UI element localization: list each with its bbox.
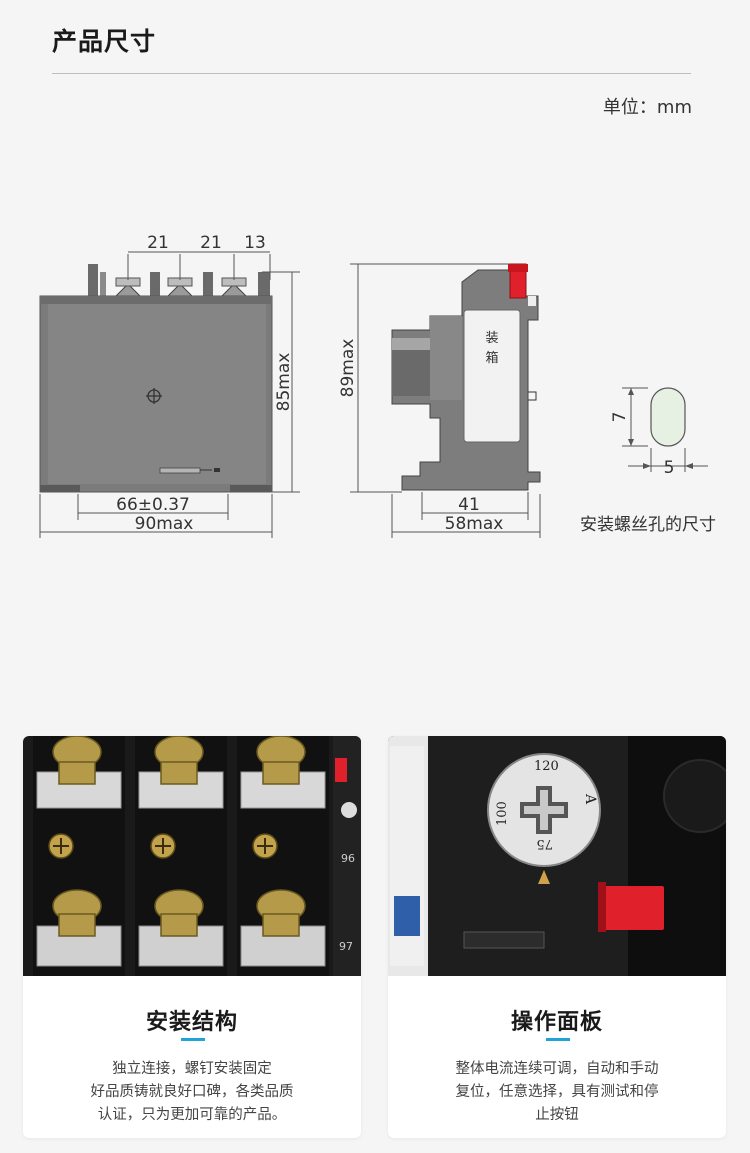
terminal-label-97: 97 (339, 940, 353, 953)
front-view: 21 21 13 85max 66±0.37 90max (39, 233, 300, 538)
dial-mark-120: 120 (534, 759, 559, 774)
card-desc-panel: 整体电流连续可调，自动和手动 复位，任意选择，具有测试和停 止按钮 (418, 1058, 696, 1127)
panel-photo: 120 100 75 A (388, 736, 726, 976)
dimension-drawings: 21 21 13 85max 66±0.37 90max 89max 装 箱 (39, 233, 708, 538)
unit-label: 单位：mm (602, 97, 692, 118)
front-top-dim-3: 13 (244, 233, 266, 253)
mount-hole-caption: 安装螺丝孔的尺寸 (580, 515, 716, 535)
current-dial: 120 100 75 A (487, 753, 601, 867)
title-divider (52, 73, 691, 74)
card-title-panel: 操作面板 (510, 1010, 603, 1035)
card-desc-line: 止按钮 (535, 1107, 579, 1123)
side-view: 89max 装 箱 41 58max (338, 263, 541, 538)
card-desc-installation: 独立连接，螺钉安装固定 好品质铸就良好口碑，各类品质 认证，只为更加可靠的产品。 (53, 1058, 331, 1127)
card-desc-line: 好品质铸就良好口碑，各类品质 (90, 1084, 294, 1100)
section-title: 产品尺寸 (52, 27, 157, 56)
mount-hole-diagram: 7 5 (610, 387, 708, 478)
dial-mark-a: A (582, 793, 598, 805)
card-accent-bar (546, 1038, 570, 1041)
front-top-dim-2: 21 (200, 233, 222, 253)
feature-card-installation: 96 97 安装结构 独立连接，螺钉安装固定 好品质铸就良好口碑，各类品质 认证… (23, 736, 361, 1138)
card-desc-line: 复位，任意选择，具有测试和停 (455, 1084, 659, 1100)
mount-hole-height: 7 (610, 412, 630, 423)
mount-hole-width: 5 (664, 458, 675, 478)
card-accent-bar (181, 1038, 205, 1041)
side-bottom-inner-dim: 41 (458, 495, 480, 515)
front-top-dim-1: 21 (147, 233, 169, 253)
card-desc-line: 认证，只为更加可靠的产品。 (97, 1107, 287, 1123)
card-desc-line: 整体电流连续可调，自动和手动 (455, 1061, 659, 1077)
card-title-installation: 安装结构 (145, 1010, 238, 1035)
terminal-label-96: 96 (341, 852, 355, 865)
card-desc-line: 独立连接，螺钉安装固定 (112, 1061, 272, 1077)
feature-card-panel: 120 100 75 A 操作面板 整体电流连续可调，自动和手动 复位，任意选择… (388, 736, 726, 1138)
side-label-text: 装 (485, 331, 498, 346)
dial-mark-75: 75 (536, 836, 553, 851)
front-bottom-outer-dim: 90max (135, 514, 194, 534)
installation-photo: 96 97 (23, 736, 361, 976)
front-height-dim: 85max (274, 353, 294, 412)
front-bottom-inner-dim: 66±0.37 (116, 495, 190, 515)
side-height-dim: 89max (338, 339, 358, 398)
dial-mark-100: 100 (495, 801, 510, 826)
side-label-text-2: 箱 (485, 350, 498, 366)
side-bottom-outer-dim: 58max (445, 514, 504, 534)
